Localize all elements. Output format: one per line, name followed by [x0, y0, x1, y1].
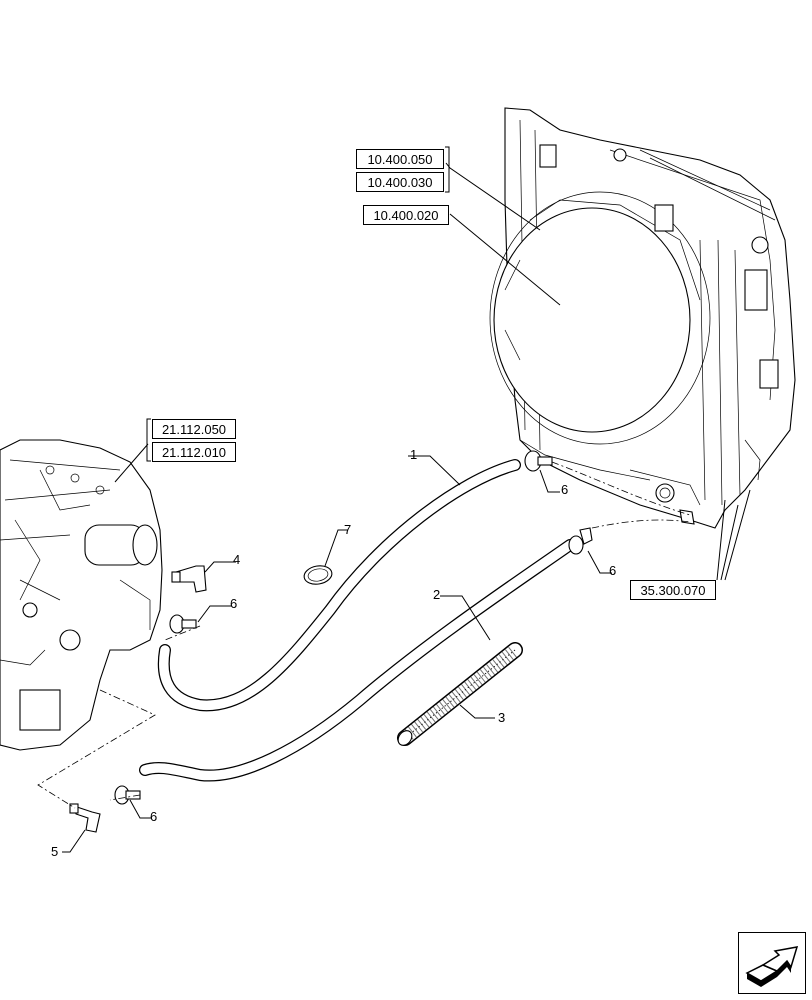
callout-6-mid: 6: [609, 563, 617, 578]
elbow-fitting-5: [69, 803, 101, 833]
routing-lines: [37, 461, 691, 809]
hose-clamp-6-mid: [568, 527, 593, 555]
hose-2: [139, 539, 576, 782]
transmission-housing: [0, 439, 163, 751]
hose-clamp-6-left: [169, 614, 197, 634]
reference-label-10-400-050[interactable]: 10.400.050: [356, 149, 444, 169]
callout-1: 1: [410, 447, 418, 462]
reference-label-21-112-050[interactable]: 21.112.050: [152, 419, 236, 439]
hose-1: [157, 459, 521, 712]
callout-6-left: 6: [230, 596, 238, 611]
protective-sleeve-3: [397, 642, 523, 746]
callout-6-lower: 6: [150, 809, 158, 824]
hose-clamp-6-upper: [524, 450, 553, 472]
leader-lines: [62, 146, 751, 853]
elbow-fitting-4: [171, 565, 207, 593]
reference-label-10-400-030[interactable]: 10.400.030: [356, 172, 444, 192]
callout-2: 2: [433, 587, 441, 602]
callout-7: 7: [344, 522, 352, 537]
callout-3: 3: [498, 710, 506, 725]
hose-clamp-6-lower: [114, 785, 141, 805]
next-page-arrow-icon[interactable]: [738, 932, 806, 994]
reference-label-35-300-070[interactable]: 35.300.070: [630, 580, 716, 600]
reference-label-10-400-020[interactable]: 10.400.020: [363, 205, 449, 225]
hose-clip-7: [303, 565, 333, 585]
radiator-assembly: [489, 107, 796, 529]
reference-label-21-112-010[interactable]: 21.112.010: [152, 442, 236, 462]
callout-5: 5: [51, 844, 59, 859]
callout-4: 4: [233, 552, 241, 567]
callout-6-upper: 6: [561, 482, 569, 497]
